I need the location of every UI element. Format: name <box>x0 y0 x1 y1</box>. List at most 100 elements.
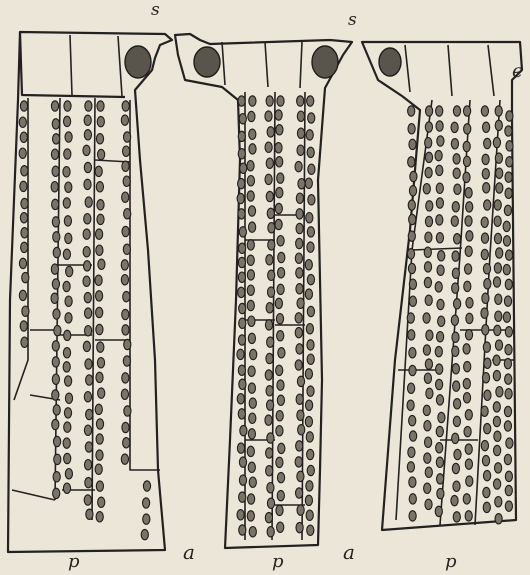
chloroplast <box>437 332 444 342</box>
chloroplast <box>83 276 90 286</box>
chloroplast <box>295 161 302 171</box>
chloroplast <box>463 494 470 504</box>
chloroplast <box>238 178 245 188</box>
chloroplast <box>84 179 91 189</box>
chloroplast <box>482 154 489 164</box>
chloroplast <box>238 409 245 419</box>
chloroplast <box>65 376 72 386</box>
chloroplast <box>95 275 102 285</box>
chloroplast <box>98 259 105 269</box>
chloroplast <box>276 314 283 324</box>
chloroplast <box>123 244 130 254</box>
chloroplast <box>83 229 90 239</box>
chloroplast <box>247 270 254 280</box>
chloroplast <box>21 228 28 238</box>
chloroplast <box>307 147 314 157</box>
chloroplast <box>122 422 129 432</box>
chloroplast <box>438 412 445 422</box>
chloroplast <box>307 449 314 459</box>
chloroplast <box>122 373 129 383</box>
chloroplast <box>123 176 130 186</box>
chloroplast <box>307 340 314 350</box>
chloroplast <box>238 257 245 267</box>
chloroplast <box>306 130 313 140</box>
chloroplast <box>425 138 432 148</box>
chloroplast <box>54 436 61 446</box>
chloroplast <box>435 346 442 356</box>
chloroplast <box>97 116 104 126</box>
chloroplast <box>53 472 60 482</box>
chloroplast <box>64 101 71 111</box>
chloroplast <box>451 216 458 226</box>
chloroplast <box>22 272 29 282</box>
chloroplast <box>426 106 433 116</box>
nucleus-mid-right <box>312 46 338 78</box>
chloroplast <box>52 390 59 400</box>
chloroplast <box>296 394 303 404</box>
chloroplast <box>409 139 416 149</box>
chloroplast <box>64 116 71 126</box>
chloroplast <box>63 249 70 259</box>
chloroplast <box>495 153 502 163</box>
chloroplast <box>95 166 102 176</box>
chloroplast <box>266 448 273 458</box>
chloroplast <box>143 514 150 524</box>
chloroplast <box>305 495 312 505</box>
chloroplast <box>437 299 444 309</box>
chloroplast <box>84 130 91 140</box>
chloroplast <box>96 291 103 301</box>
chloroplast <box>53 232 60 242</box>
label-p1: p <box>68 553 80 571</box>
chloroplast <box>248 111 255 121</box>
chloroplast <box>505 471 512 481</box>
chloroplast <box>437 488 444 498</box>
chloroplast <box>248 316 255 326</box>
chloroplast <box>484 138 491 148</box>
chloroplast <box>297 505 304 515</box>
chloroplast <box>239 114 246 124</box>
chloroplast <box>424 453 431 463</box>
chloroplast <box>407 249 414 259</box>
chloroplast <box>237 510 244 520</box>
chloroplast <box>248 333 255 343</box>
chloroplast <box>451 495 458 505</box>
chloroplast <box>249 222 256 232</box>
chloroplast <box>437 474 444 484</box>
chloroplast <box>96 512 103 522</box>
chloroplast <box>484 390 491 400</box>
chloroplast <box>65 233 72 243</box>
chloroplast <box>307 306 314 316</box>
chloroplast <box>409 296 416 306</box>
chloroplast <box>141 529 148 539</box>
chloroplast <box>97 342 104 352</box>
chloroplast <box>484 279 491 289</box>
chloroplast <box>64 216 71 226</box>
chloroplast <box>239 475 246 485</box>
chloroplast <box>239 492 246 502</box>
chloroplast <box>267 127 274 137</box>
chloroplast <box>298 425 305 435</box>
chloroplast <box>267 400 274 410</box>
chloroplast <box>265 111 272 121</box>
chloroplast <box>124 209 131 219</box>
chloroplast <box>481 249 488 259</box>
chloroplast <box>19 117 26 127</box>
chloroplast <box>454 184 461 194</box>
chloroplast <box>295 253 302 263</box>
chloroplast <box>306 481 313 491</box>
chloroplast <box>465 511 472 521</box>
chloroplast <box>52 166 59 176</box>
chloroplast <box>305 289 312 299</box>
chloroplast <box>96 481 103 491</box>
chloroplast <box>238 272 245 282</box>
chloroplast <box>494 216 501 226</box>
chloroplast <box>97 214 104 224</box>
chloroplast <box>52 374 59 384</box>
chloroplast <box>96 307 103 317</box>
chloroplast <box>238 365 245 375</box>
chloroplast <box>21 242 28 252</box>
chloroplast <box>504 358 511 368</box>
chloroplast <box>278 443 285 453</box>
chloroplast <box>249 477 256 487</box>
